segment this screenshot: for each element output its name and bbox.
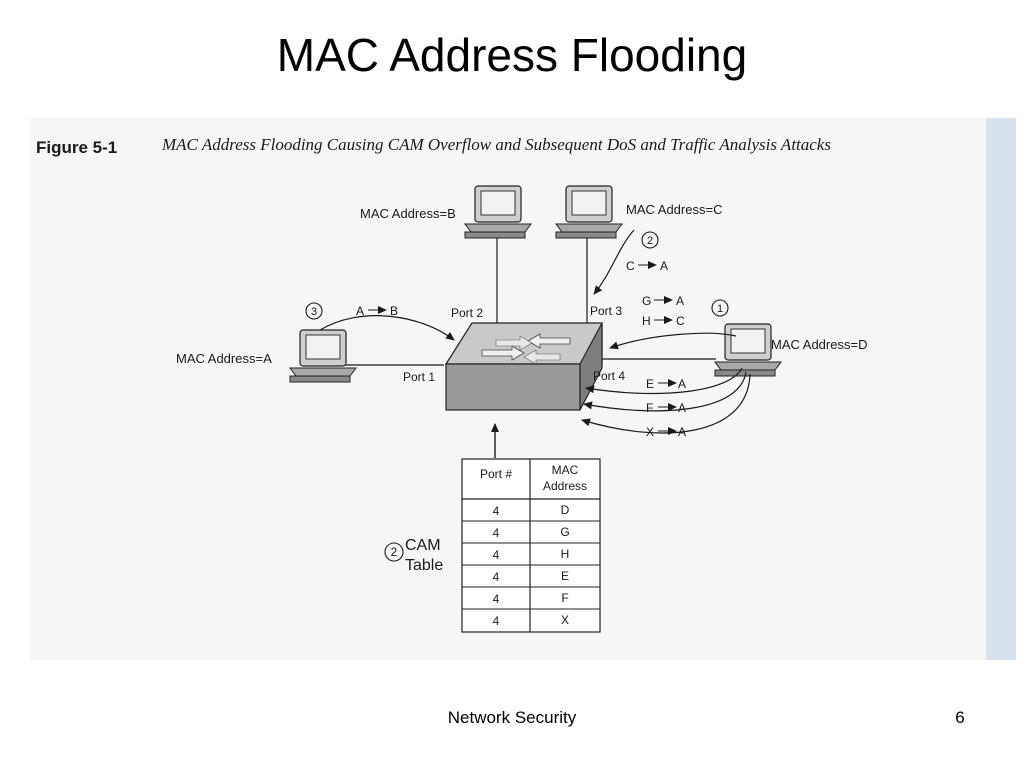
computer-b-icon [464,185,532,239]
port-2-label: Port 2 [451,306,483,320]
flow-f-a-to: A [678,401,686,415]
flow-c-a-from: C [626,259,635,273]
host-c-label: MAC Address=C [626,202,722,217]
curve-arrow [585,367,743,395]
footer-course-name: Network Security [447,708,577,727]
flooding-diagram: Figure 5-1 MAC Address Flooding Causing … [30,118,1016,660]
scan-edge [986,118,1016,660]
figure-image: Figure 5-1 MAC Address Flooding Causing … [30,118,1016,660]
curve-arrow [609,332,737,350]
cam-header-mac-line1: MAC [552,463,579,477]
flow-e-a-to: A [678,377,686,391]
cam-header-port: Port # [480,467,512,481]
cam-row-port: 4 [493,614,500,628]
figure-caption: MAC Address Flooding Causing CAM Overflo… [161,135,831,154]
flow-c-a-to: A [660,259,668,273]
cam-row-mac: H [561,547,570,561]
cam-header-mac-line2: Address [543,479,587,493]
cam-row-mac: F [561,591,568,605]
flow-g-a-from: G [642,294,651,308]
host-a-label: MAC Address=A [176,351,272,366]
step-1-number: 1 [717,303,723,315]
slide-title: MAC Address Flooding [276,29,748,81]
flow-h-c-to: C [676,314,685,328]
flow-a-b-from: A [356,304,364,318]
flow-f-a-from: F [646,401,653,415]
flow-a-b-to: B [390,304,398,318]
cam-row-mac: E [561,569,569,583]
cam-row-port: 4 [493,504,500,518]
cam-row-port: 4 [493,526,500,540]
flow-h-c-from: H [642,314,651,328]
curve-arrow [319,315,455,341]
slide-page-number: 6 [955,708,965,727]
cam-row-mac: D [561,503,570,517]
step-3-number: 3 [311,306,317,318]
host-d-label: MAC Address=D [771,337,867,352]
cam-table-label-line1: CAM [405,537,441,554]
port-3-label: Port 3 [590,304,622,318]
curve-arrow [593,229,635,295]
cam-row-mac: G [560,525,569,539]
figure-label: Figure 5-1 [36,138,117,157]
switch-icon [444,322,603,411]
cam-table-label-line2: Table [405,557,443,574]
port-1-label: Port 1 [403,370,435,384]
computer-c-icon [555,185,623,239]
cam-step-number: 2 [391,545,398,559]
step-marker [641,231,659,249]
cam-row-port: 4 [493,548,500,562]
cam-row-port: 4 [493,592,500,606]
curve-arrow [581,373,751,434]
flow-g-a-to: A [676,294,684,308]
flow-e-a-from: E [646,377,654,391]
cam-row-port: 4 [493,570,500,584]
computer-a-icon [289,329,357,383]
step-2-number: 2 [647,235,653,247]
host-b-label: MAC Address=B [360,206,456,221]
cam-table [461,458,601,633]
step-marker [384,542,404,562]
curve-arrow [583,371,747,412]
step-marker [711,299,729,317]
port-4-label: Port 4 [593,369,625,383]
cam-row-mac: X [561,613,569,627]
flow-x-a-from: X [646,425,654,439]
step-marker [305,302,323,320]
